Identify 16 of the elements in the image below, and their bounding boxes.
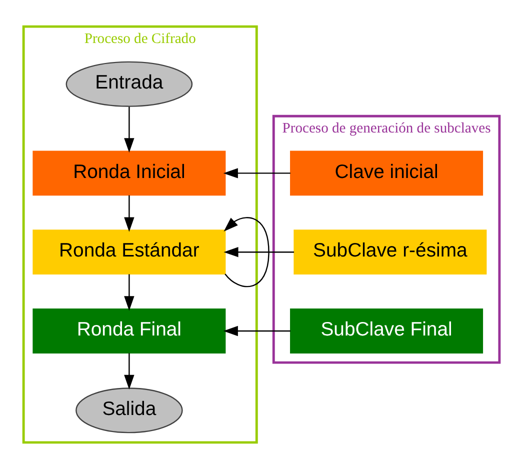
arrow: [223, 216, 269, 287]
node-box: Ronda Inicial: [32, 150, 226, 196]
node-box: Ronda Estándar: [32, 229, 226, 274]
arrow: [124, 352, 134, 389]
arrow: [223, 246, 294, 257]
node-ellipse: Salida: [75, 387, 182, 433]
arrow: [124, 106, 134, 152]
node-box: SubClave r-ésima: [293, 229, 486, 274]
node-ellipse: Entrada: [65, 60, 192, 106]
arrow: [124, 274, 134, 310]
node-box: Clave inicial: [290, 150, 483, 196]
node-box: SubClave Final: [290, 308, 483, 353]
arrow: [222, 325, 290, 336]
node-box: Ronda Final: [32, 308, 226, 353]
arrow: [222, 168, 290, 178]
arrow: [124, 194, 134, 232]
